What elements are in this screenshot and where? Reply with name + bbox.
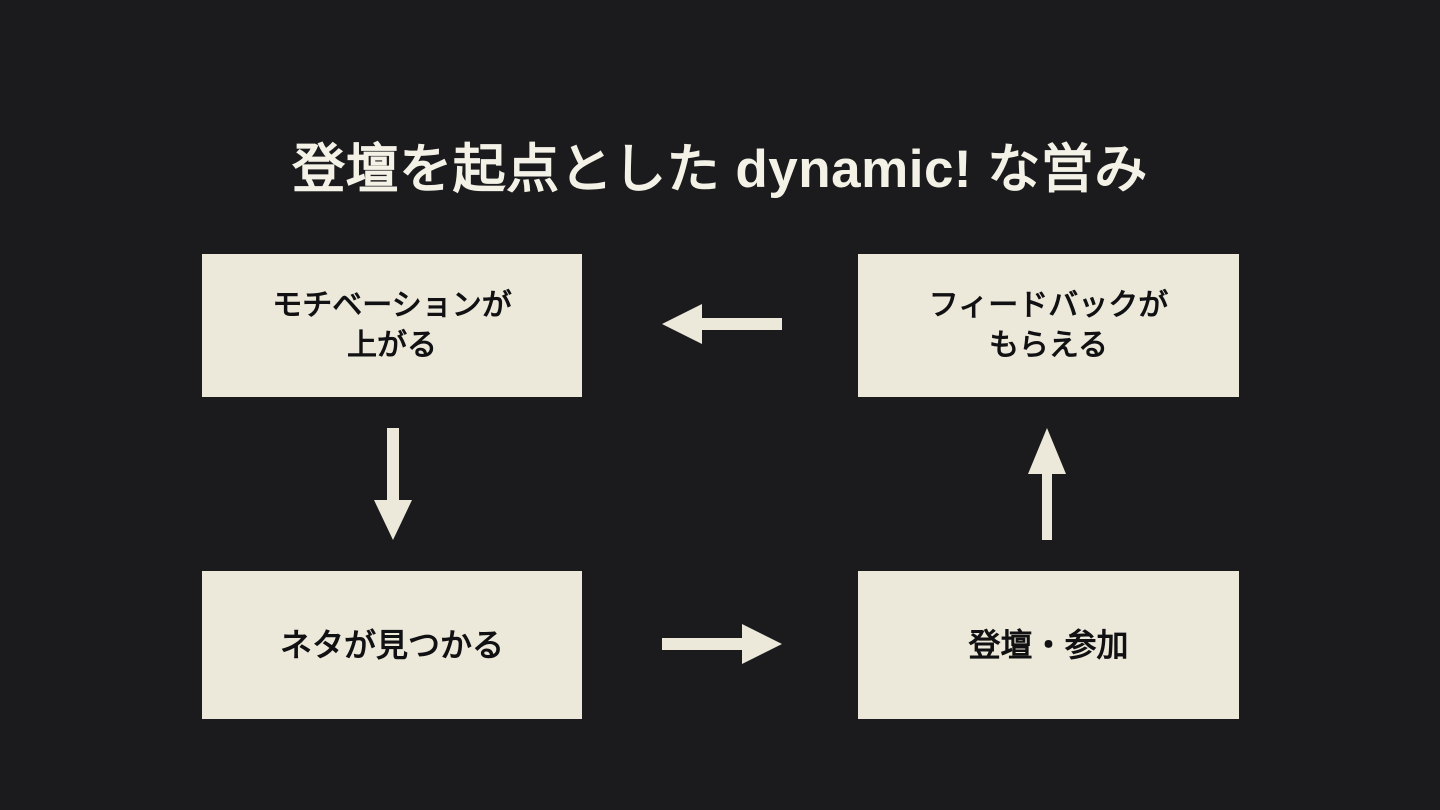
diagram-node-motivation-line1: モチベーションが	[272, 288, 512, 322]
page-title: 登壇を起点とした dynamic! な営み	[292, 139, 1148, 199]
arrow-left-icon	[658, 300, 786, 348]
arrow-right-icon	[658, 620, 786, 668]
diagram-node-motivation[interactable]: モチベーションが 上がる	[202, 254, 582, 397]
diagram-node-topic-label: ネタが見つかる	[279, 626, 504, 663]
arrow-down-icon	[370, 424, 416, 544]
arrow-up-icon	[1024, 424, 1070, 544]
diagram-node-feedback-label: フィードバックが もらえる	[868, 286, 1229, 365]
diagram-node-feedback-line1: フィードバックが	[928, 288, 1169, 322]
diagram-node-speak[interactable]: 登壇・参加	[858, 571, 1239, 719]
diagram-node-feedback-line2: もらえる	[988, 328, 1109, 362]
diagram-node-motivation-label: モチベーションが 上がる	[212, 286, 572, 365]
diagram-node-speak-label: 登壇・参加	[968, 626, 1129, 663]
diagram-node-feedback[interactable]: フィードバックが もらえる	[858, 254, 1239, 397]
diagram-node-topic[interactable]: ネタが見つかる	[202, 571, 582, 719]
diagram-node-motivation-line2: 上がる	[347, 328, 437, 362]
